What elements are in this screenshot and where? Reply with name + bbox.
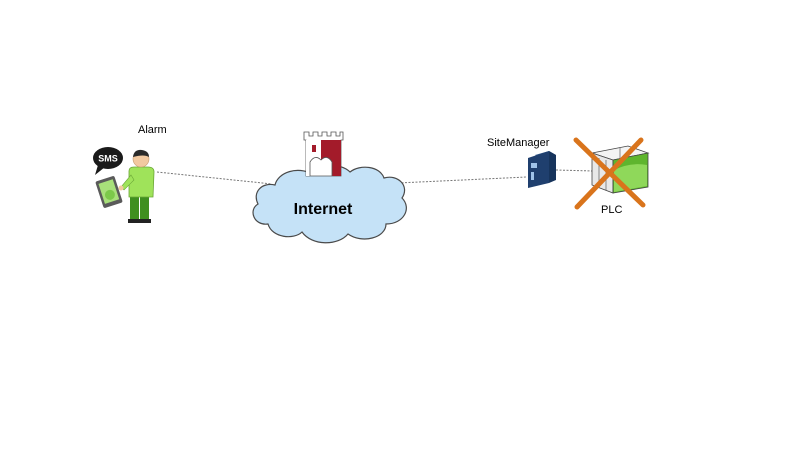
internet-label: Internet	[294, 201, 353, 218]
plc-label: PLC	[601, 204, 622, 216]
person-with-tablet-icon	[95, 149, 155, 223]
cross-icon	[573, 137, 646, 210]
alarm-label: Alarm	[138, 124, 167, 136]
castle-logo-icon	[303, 131, 344, 177]
link-alarm-internet	[156, 171, 273, 185]
sms-label: SMS	[98, 154, 118, 164]
sms-bubble-icon: SMS	[93, 147, 123, 175]
link-internet-sitemanager	[397, 176, 528, 184]
sitemanager-label: SiteManager	[487, 137, 550, 149]
link-sitemanager-plc	[555, 169, 594, 172]
sitemanager-device-icon	[528, 151, 556, 188]
